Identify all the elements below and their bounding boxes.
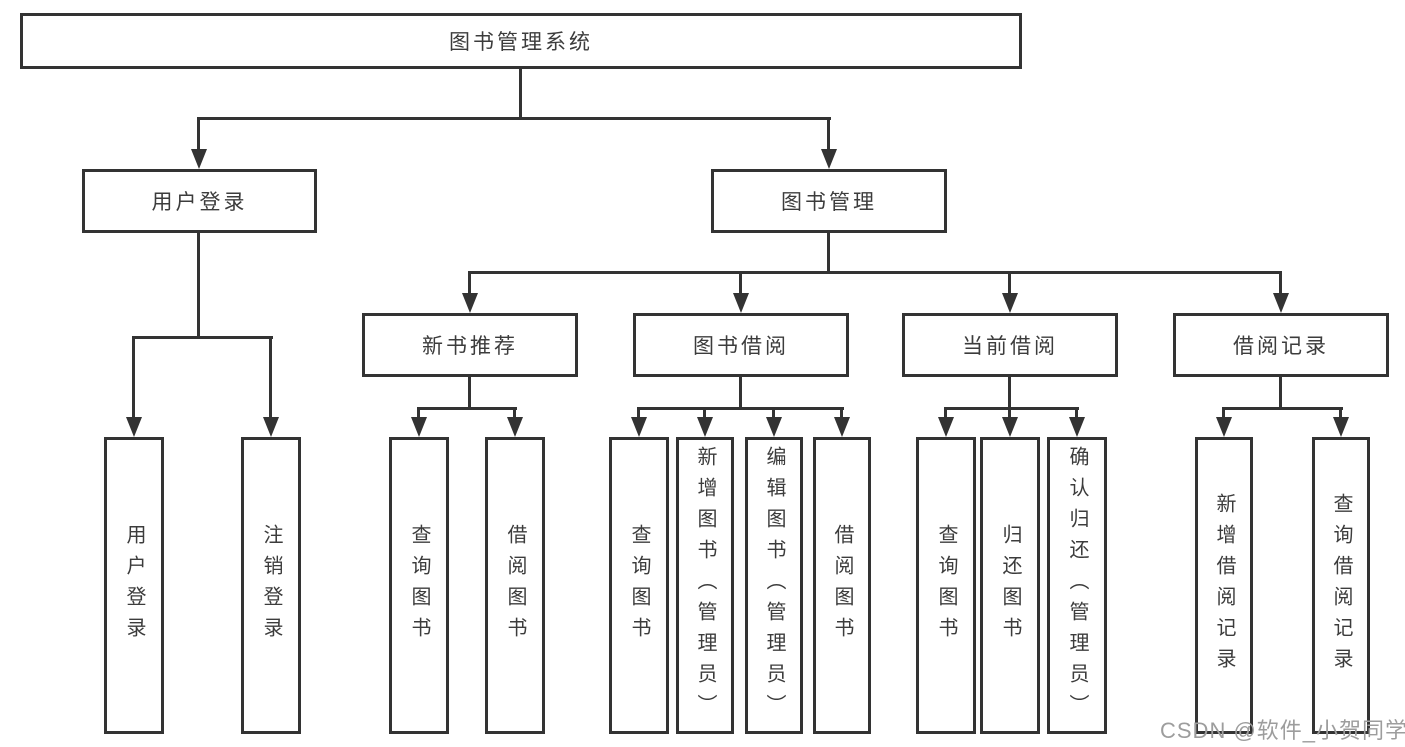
leaf-borrow-books-borrow-label: 借阅图书: [831, 523, 853, 648]
edge-book-borrow-stem: [739, 376, 742, 410]
leaf-logout: 注销登录: [241, 437, 301, 734]
node-borrow-records-label: 借阅记录: [1233, 335, 1329, 358]
edge-level1-rail: [197, 117, 831, 120]
leaf-query-books-borrow: 查询图书: [609, 437, 669, 734]
node-new-book-recommend-label: 新书推荐: [422, 335, 518, 358]
edge-book-management-stem: [827, 232, 830, 274]
edge-user-login-stem: [197, 232, 200, 339]
leaf-query-borrow-record-label: 查询借阅记录: [1330, 492, 1352, 679]
leaf-borrow-books-newbooks-label: 借阅图书: [504, 523, 526, 648]
leaf-return-books: 归还图书: [980, 437, 1040, 734]
arrow-down-icon: [1002, 271, 1018, 313]
edge-borrow-records-rail: [1222, 407, 1343, 410]
arrow-down-icon: [1069, 407, 1085, 437]
leaf-query-borrow-record: 查询借阅记录: [1312, 437, 1370, 734]
node-borrow-records: 借阅记录: [1173, 313, 1389, 377]
csdn-watermark: CSDN @软件_小贺同学: [1160, 718, 1405, 743]
arrow-down-icon: [1273, 271, 1289, 313]
arrow-down-icon: [766, 407, 782, 437]
arrow-down-icon: [411, 407, 427, 437]
node-book-borrow: 图书借阅: [633, 313, 849, 377]
node-user-login: 用户登录: [82, 169, 317, 233]
arrow-down-icon: [126, 336, 142, 437]
node-user-login-label: 用户登录: [151, 191, 248, 214]
edge-current-borrow-rail: [944, 407, 1079, 410]
arrow-down-icon: [263, 336, 279, 437]
edge-user-login-rail: [132, 336, 273, 339]
arrow-down-icon: [938, 407, 954, 437]
leaf-edit-book-admin: 编辑图书（管理员）: [745, 437, 803, 734]
leaf-confirm-return-admin-label: 确认归还（管理员）: [1066, 446, 1088, 725]
edge-book-borrow-rail: [637, 407, 844, 410]
leaf-query-books-current: 查询图书: [916, 437, 976, 734]
leaf-add-borrow-record-label: 新增借阅记录: [1213, 492, 1235, 679]
node-book-management-label: 图书管理: [781, 191, 877, 214]
arrow-down-icon: [191, 117, 207, 169]
edge-borrow-records-stem: [1279, 376, 1282, 410]
edge-root-stem: [519, 68, 522, 120]
arrow-down-icon: [733, 271, 749, 313]
node-book-management: 图书管理: [711, 169, 947, 233]
edge-current-borrow-stem: [1008, 376, 1011, 410]
node-root-label: 图书管理系统: [449, 31, 593, 54]
leaf-user-login: 用户登录: [104, 437, 164, 734]
leaf-borrow-books-newbooks: 借阅图书: [485, 437, 545, 734]
leaf-add-book-admin-label: 新增图书（管理员）: [694, 446, 716, 725]
leaf-add-borrow-record: 新增借阅记录: [1195, 437, 1253, 734]
leaf-return-books-label: 归还图书: [999, 523, 1021, 648]
leaf-confirm-return-admin: 确认归还（管理员）: [1047, 437, 1107, 734]
edge-new-book-rail: [417, 407, 517, 410]
edge-new-book-stem: [468, 376, 471, 410]
arrow-down-icon: [507, 407, 523, 437]
leaf-edit-book-admin-label: 编辑图书（管理员）: [763, 446, 785, 725]
leaf-query-books-current-label: 查询图书: [935, 523, 957, 648]
arrow-down-icon: [462, 271, 478, 313]
leaf-borrow-books-borrow: 借阅图书: [813, 437, 871, 734]
node-book-borrow-label: 图书借阅: [693, 335, 789, 358]
arrow-down-icon: [1216, 407, 1232, 437]
arrow-down-icon: [631, 407, 647, 437]
leaf-query-books-newbooks-label: 查询图书: [408, 523, 430, 648]
node-current-borrow-label: 当前借阅: [962, 335, 1058, 358]
leaf-user-login-label: 用户登录: [123, 523, 145, 648]
edge-level2-rail: [468, 271, 1282, 274]
arrow-down-icon: [821, 117, 837, 169]
leaf-query-books-newbooks: 查询图书: [389, 437, 449, 734]
arrow-down-icon: [697, 407, 713, 437]
arrow-down-icon: [1333, 407, 1349, 437]
arrow-down-icon: [834, 407, 850, 437]
node-root: 图书管理系统: [20, 13, 1022, 69]
leaf-logout-label: 注销登录: [260, 523, 282, 648]
node-current-borrow: 当前借阅: [902, 313, 1118, 377]
leaf-query-books-borrow-label: 查询图书: [628, 523, 650, 648]
node-new-book-recommend: 新书推荐: [362, 313, 578, 377]
leaf-add-book-admin: 新增图书（管理员）: [676, 437, 734, 734]
arrow-down-icon: [1002, 407, 1018, 437]
